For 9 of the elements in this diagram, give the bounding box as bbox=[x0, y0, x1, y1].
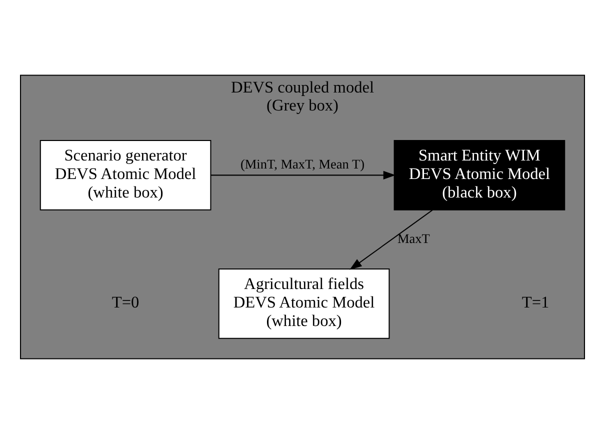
label: T=0 bbox=[112, 292, 140, 312]
arrow bbox=[210, 170, 396, 180]
arrow bbox=[350, 210, 433, 270]
edge-label: MaxT bbox=[397, 230, 430, 246]
label: T=1 bbox=[522, 292, 550, 312]
node-box: Scenario generator DEVS Atomic Model (white box) bbox=[40, 140, 212, 210]
node-box: Agricultural fields DEVS Atomic Model (white box) bbox=[218, 268, 390, 339]
node-box: Smart Entity WIM DEVS Atomic Model (black box) bbox=[394, 140, 566, 210]
edge-label: (MinT, MaxT, Mean T) bbox=[240, 156, 365, 172]
